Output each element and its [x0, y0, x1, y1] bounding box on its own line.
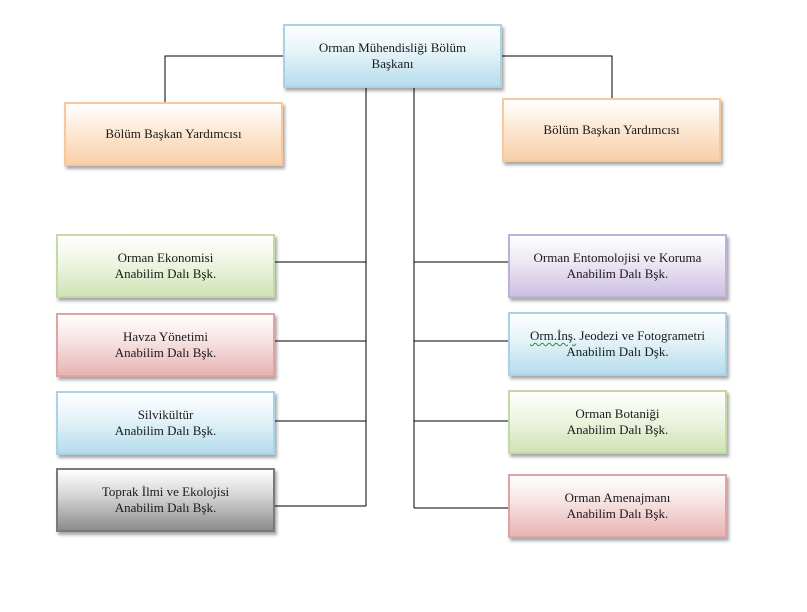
unit-right-1-label: Orman Entomolojisi ve Koruma Anabilim Da… [533, 250, 702, 281]
deputy-right-label: Bölüm Başkan Yardımcısı [543, 122, 680, 137]
connector-head-deputy-left [164, 55, 284, 104]
unit-right-1-box: Orman Entomolojisi ve Koruma Anabilim Da… [508, 234, 727, 298]
unit-right-2-box: Orm.İnş. Jeodezi ve Fotogrametri Anabili… [508, 312, 727, 376]
unit-left-1-box: Orman Ekonomisi Anabilim Dalı Bşk. [56, 234, 275, 298]
unit-left-3-label: Silvikültür Anabilim Dalı Bşk. [114, 407, 217, 438]
unit-right-4-box: Orman Amenajmanı Anabilim Dalı Bşk. [508, 474, 727, 538]
head-label: Orman Mühendisliği Bölüm Başkanı [318, 40, 467, 71]
connector-head-deputy-right [502, 55, 613, 100]
head-box: Orman Mühendisliği Bölüm Başkanı [283, 24, 502, 88]
deputy-left-label: Bölüm Başkan Yardımcısı [105, 126, 242, 141]
unit-left-4-box: Toprak İlmi ve Ekolojisi Anabilim Dalı B… [56, 468, 275, 532]
unit-right-3-label: Orman Botaniği Anabilim Dalı Bşk. [566, 406, 669, 437]
unit-right-2-text: Orm.İnş. Jeodezi ve Fotogrametri Anabili… [526, 328, 709, 360]
unit-right-4-label: Orman Amenajmanı Anabilim Dalı Bşk. [564, 490, 671, 521]
deputy-left-box: Bölüm Başkan Yardımcısı [64, 102, 283, 166]
unit-right-2-subtitle: Anabilim Dalı Dşk. [566, 344, 669, 359]
unit-right-2-title-rest: Jeodezi ve Fotogrametri [576, 328, 706, 343]
unit-right-2-abbrev: Orm.İnş. [529, 328, 577, 343]
unit-left-3-box: Silvikültür Anabilim Dalı Bşk. [56, 391, 275, 455]
deputy-right-box: Bölüm Başkan Yardımcısı [502, 98, 721, 162]
unit-right-3-box: Orman Botaniği Anabilim Dalı Bşk. [508, 390, 727, 454]
unit-left-2-box: Havza Yönetimi Anabilim Dalı Bşk. [56, 313, 275, 377]
unit-left-2-label: Havza Yönetimi Anabilim Dalı Bşk. [114, 329, 217, 360]
unit-left-4-label: Toprak İlmi ve Ekolojisi Anabilim Dalı B… [101, 484, 230, 515]
unit-left-1-label: Orman Ekonomisi Anabilim Dalı Bşk. [114, 250, 217, 281]
